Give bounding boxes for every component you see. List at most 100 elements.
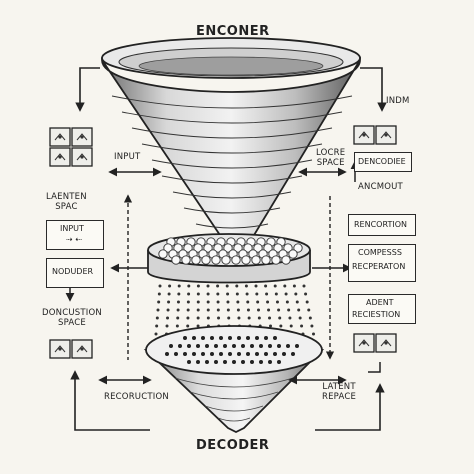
latent-bead: [181, 255, 191, 265]
laenten-line-2: SPAC: [55, 202, 78, 212]
cone-dot: [196, 360, 200, 364]
stream-dot: [176, 316, 180, 320]
stream-dot: [279, 324, 283, 328]
stream-dot: [298, 316, 302, 320]
encoder-title: ENCONER: [196, 24, 270, 39]
cone-dot: [223, 360, 227, 364]
latent-bead: [173, 243, 183, 253]
stream-dot: [268, 316, 272, 320]
latent-bead: [201, 255, 211, 265]
latent-bead: [283, 243, 293, 253]
cone-dot: [214, 360, 218, 364]
cone-dot: [286, 344, 290, 348]
latent-bead: [273, 243, 283, 253]
stream-dot: [196, 324, 200, 328]
stream-dot: [302, 284, 306, 288]
stream-dot: [186, 308, 190, 312]
ancmout-label: ANCMOUT: [358, 182, 403, 192]
stream-dot: [245, 292, 249, 296]
stream-dot: [196, 300, 200, 304]
cone-dot: [228, 352, 232, 356]
stream-dot: [167, 300, 171, 304]
cone-dot: [237, 336, 241, 340]
encoder-funnel: [101, 37, 361, 271]
stream-dot: [237, 316, 241, 320]
input-box-arrows: ⇢ ⇠: [66, 235, 82, 244]
latent-bead: [221, 255, 231, 265]
stream-dot: [300, 324, 304, 328]
compess-line-1: COMPESSS: [358, 248, 402, 257]
latent-bead: [183, 243, 193, 253]
latent-bead: [203, 243, 213, 253]
cone-dot: [205, 360, 209, 364]
cone-dot: [210, 352, 214, 356]
stream-dot: [177, 292, 181, 296]
stream-dot: [265, 292, 269, 296]
cone-dot: [268, 344, 272, 348]
stream-dot: [284, 292, 288, 296]
stream-dot: [186, 324, 190, 328]
cone-dot: [241, 360, 245, 364]
cone-dot: [259, 344, 263, 348]
cone-dot: [201, 352, 205, 356]
stream-dot: [206, 292, 210, 296]
latent-bead: [293, 243, 303, 253]
latent-bead: [191, 255, 201, 265]
stream-dot: [254, 284, 258, 288]
stream-dot: [166, 316, 170, 320]
latent-line-2: REPACE: [322, 392, 357, 402]
stream-dot: [177, 284, 181, 288]
stream-dot: [289, 324, 293, 328]
stream-dot: [236, 300, 240, 304]
cone-dot: [169, 344, 173, 348]
stream-dot: [297, 308, 301, 312]
stream-dot: [166, 308, 170, 312]
adent-box: [348, 294, 416, 324]
stream-dot: [216, 284, 220, 288]
cone-dot: [250, 360, 254, 364]
latent-bead: [213, 243, 223, 253]
stream-dot: [285, 300, 289, 304]
latent-bead: [271, 255, 281, 265]
stream-dot: [187, 292, 191, 296]
stream-dot: [226, 300, 230, 304]
cone-dot: [183, 352, 187, 356]
cone-dot: [241, 344, 245, 348]
cone-dot: [282, 352, 286, 356]
latent-bead: [231, 255, 241, 265]
cone-dot: [196, 344, 200, 348]
stream-dot: [206, 308, 210, 312]
cone-dot: [232, 344, 236, 348]
stream-dot: [196, 316, 200, 320]
cone-dot: [264, 336, 268, 340]
stream-dot: [236, 308, 240, 312]
stream-dot: [273, 284, 277, 288]
cone-dot: [264, 352, 268, 356]
latent-bead: [233, 243, 243, 253]
locre-label: LOCRE SPACE: [316, 148, 345, 168]
latent-line-1: LATENT: [322, 382, 356, 392]
stream-dot: [227, 316, 231, 320]
stream-dot: [287, 308, 291, 312]
laenten-label: LAENTEN SPAC: [46, 192, 87, 212]
stream-dot: [216, 308, 220, 312]
latent-bead: [263, 243, 273, 253]
cone-dot: [295, 344, 299, 348]
stream-dot: [257, 308, 260, 312]
stream-dot: [226, 292, 230, 296]
cone-dot: [214, 344, 218, 348]
laenten-line-1: LAENTEN: [46, 192, 87, 202]
stream-dot: [294, 292, 298, 296]
stream-dot: [246, 300, 250, 304]
stream-dot: [256, 300, 260, 304]
cone-dot: [273, 336, 277, 340]
latent-bead: [211, 255, 221, 265]
tile-icon: [49, 339, 93, 359]
stream-dot: [155, 316, 159, 320]
stream-dot: [168, 284, 172, 288]
stream-dot: [310, 324, 314, 328]
latent-bead: [163, 243, 173, 253]
latent-bead: [261, 255, 271, 265]
